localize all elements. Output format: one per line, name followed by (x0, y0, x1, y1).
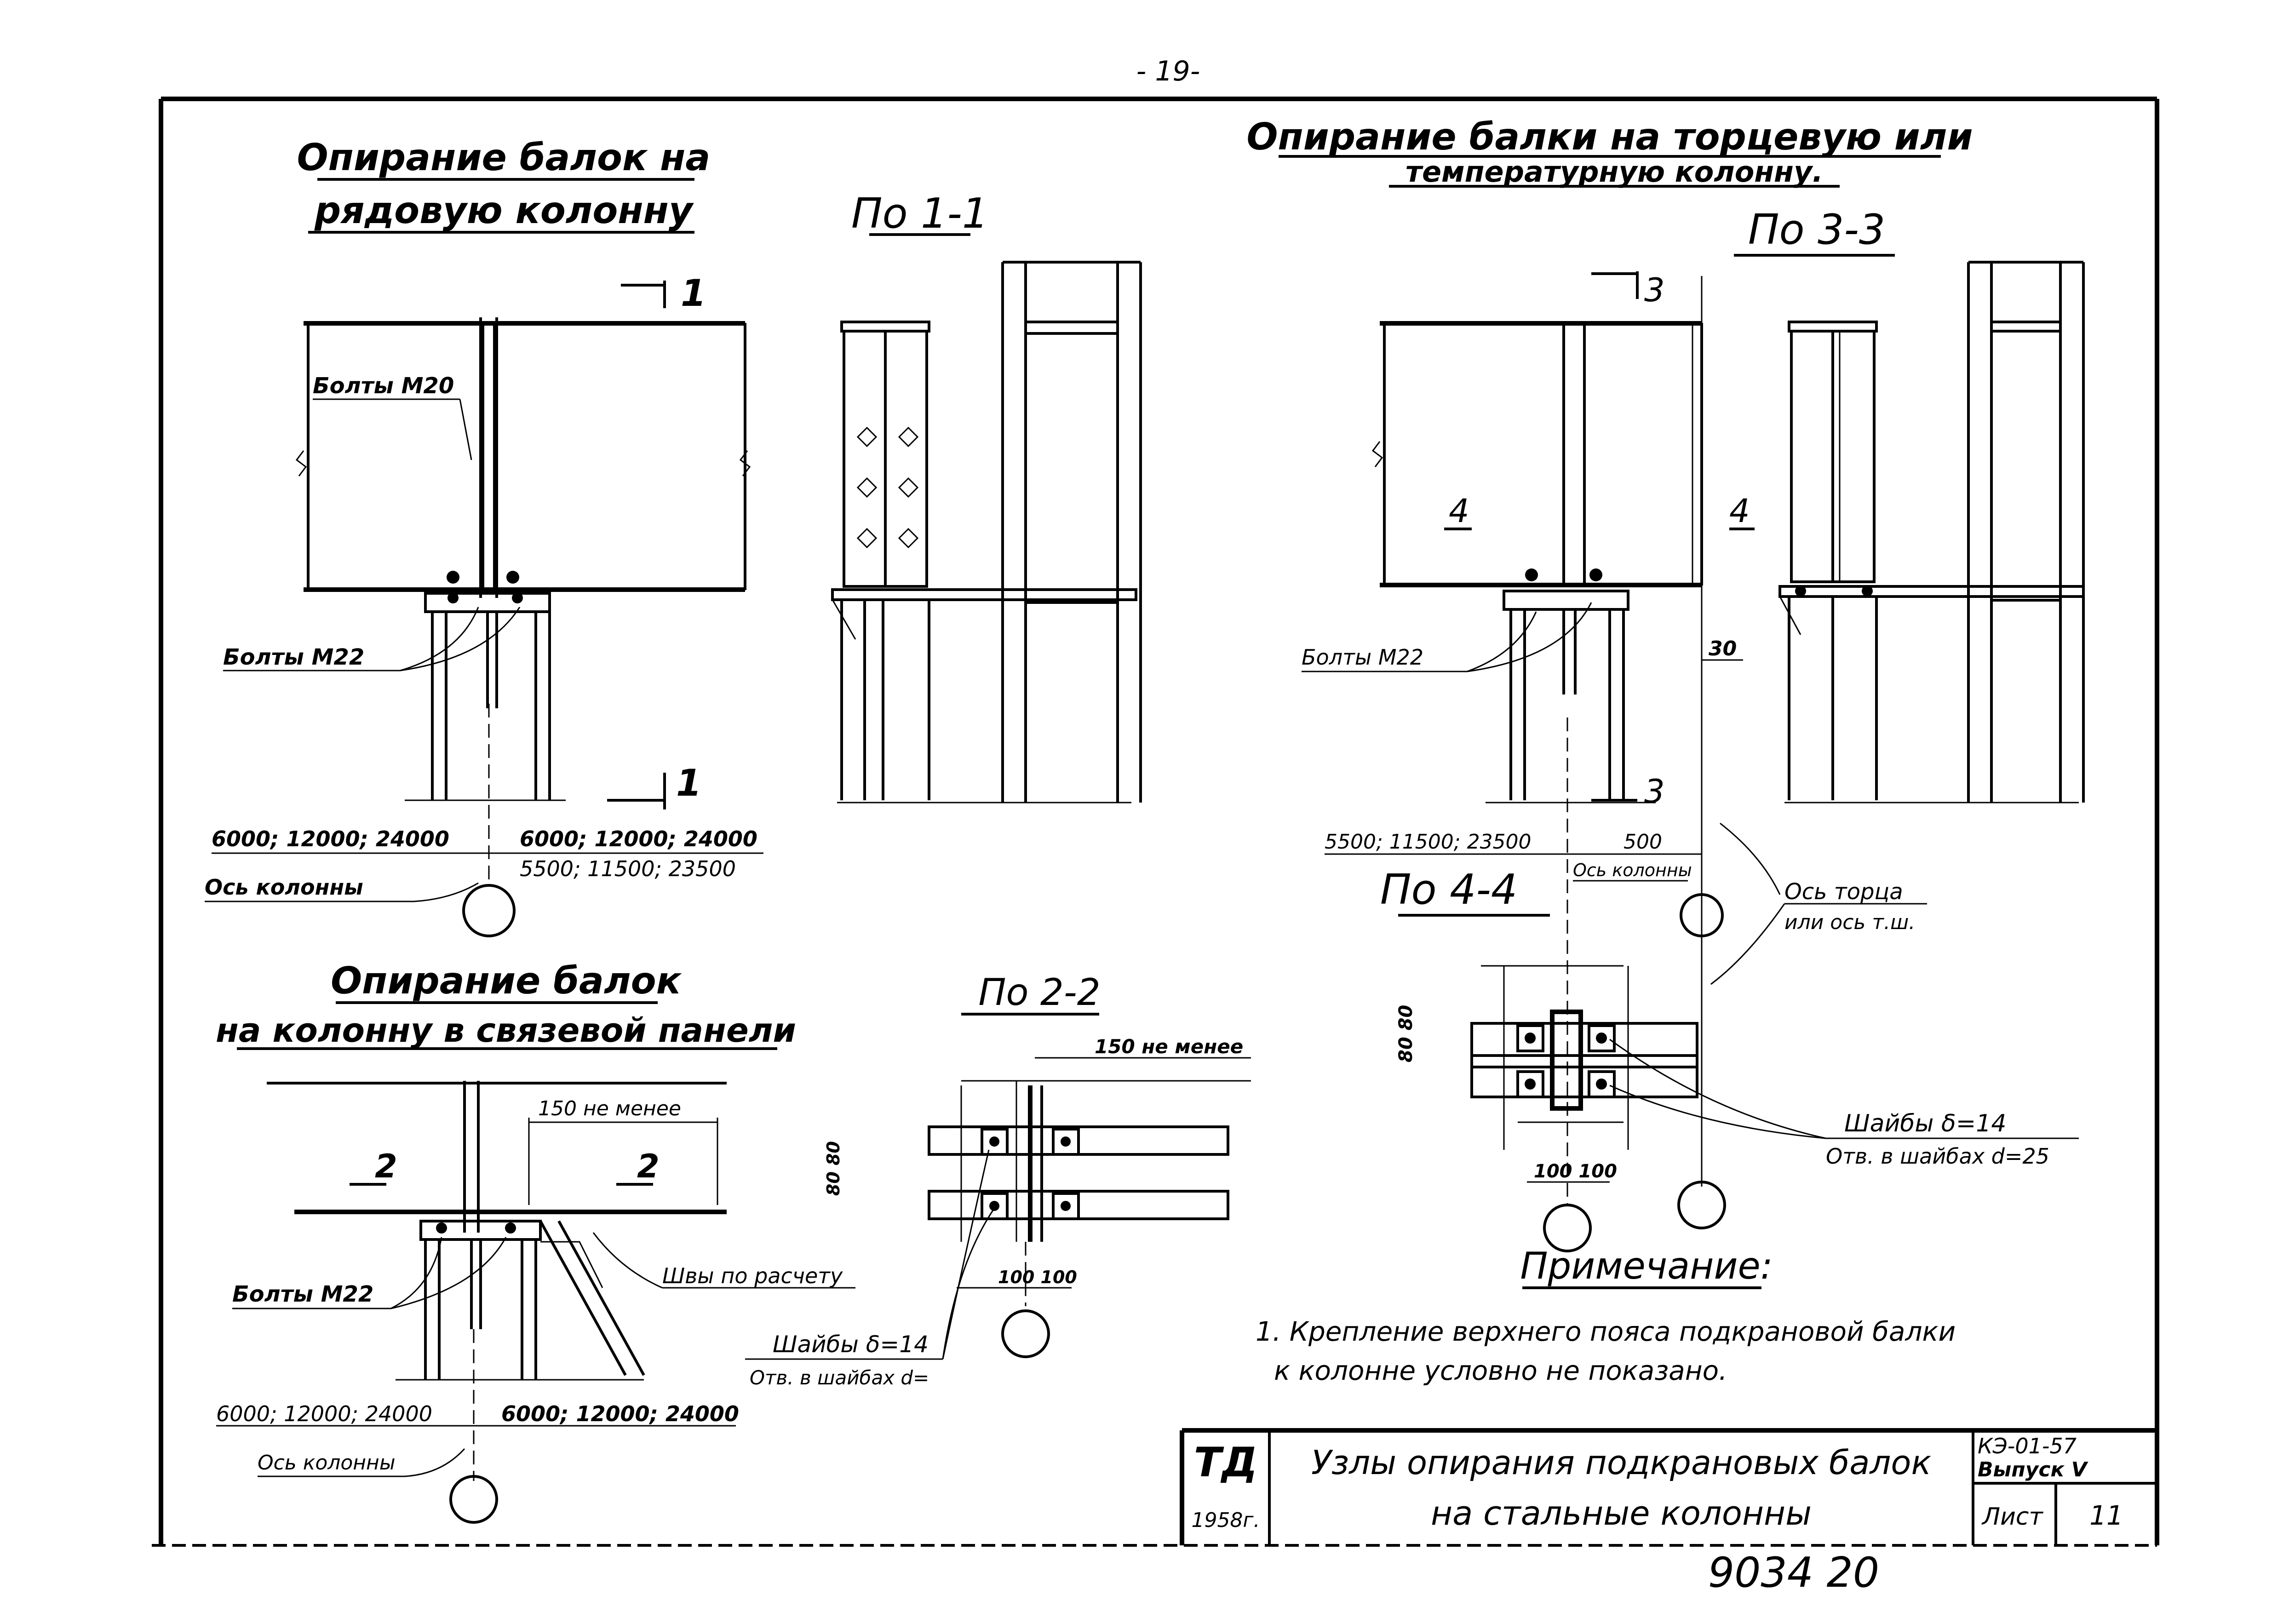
title-sheet-label: Лист (1981, 1503, 2043, 1531)
view-2-2-dim-150: 150 не менее (1095, 1035, 1243, 1058)
row-span-right-alt: 5500; 11500; 23500 (520, 856, 736, 881)
bolts-m22-label: Болты М22 (223, 644, 364, 670)
row-span-left: 6000; 12000; 24000 (212, 826, 449, 851)
view-2-2-title: По 2-2 (978, 971, 1100, 1014)
note-line-2: к колонне условно не показано. (1274, 1355, 1727, 1386)
title-org: ТД (1194, 1439, 1257, 1486)
braced-bolts-label: Болты М22 (232, 1281, 373, 1307)
title-year: 1958г. (1191, 1509, 1260, 1532)
view-4-4-dim-bottom: 100 100 (1534, 1161, 1617, 1182)
view-3-3 (1778, 261, 2085, 803)
bolts-m20-label: Болты М20 (313, 373, 454, 399)
braced-axis-label: Ось колонны (258, 1451, 396, 1475)
braced-axis-bubble (449, 1475, 498, 1524)
end-axis-bubble (1680, 893, 1724, 937)
view-2-2-dim-bottom: 100 100 (998, 1267, 1077, 1287)
page-number: - 19- (1136, 55, 1200, 87)
end-section-mark-top: 3 (1644, 271, 1665, 309)
braced-title-2: на колонну в связевой панели (216, 1011, 796, 1050)
end-dim-500: 500 (1624, 830, 1662, 854)
view-4-4-holes: Отв. в шайбах d=25 (1826, 1144, 2049, 1169)
end-axis-label: Ось колонны (1573, 860, 1692, 880)
footer-code: 9034 20 (1708, 1549, 1879, 1597)
view-1-1-title: По 1-1 (851, 189, 988, 238)
braced-span-left: 6000; 12000; 24000 (216, 1401, 432, 1426)
view-2-2-dim-left: 80 80 (823, 1141, 843, 1196)
view-4-4: По 4-4 80 80 100 100 Шайбы δ=14 Отв. в ш… (1380, 866, 2079, 1183)
view-2-2-washers: Шайбы δ=14 (773, 1331, 929, 1358)
end-column-title-2: температурную колонну. (1406, 155, 1823, 189)
braced-title-1: Опирание балок (331, 959, 682, 1002)
row-section-mark-top: 1 (681, 272, 706, 315)
view-2-2: По 2-2 150 не менее 80 80 100 100 Шайбы … (745, 971, 1251, 1389)
view-1-1: По 1-1 (831, 189, 1142, 803)
end-column-detail: Опирание балки на торцевую или температу… (1246, 115, 1973, 1252)
title-line-1: Узлы опирания подкрановых балок (1311, 1443, 1931, 1482)
title-issue: Выпуск V (1978, 1458, 2088, 1481)
title-line-2: на стальные колонны (1431, 1494, 1812, 1532)
view-4-4-dim-left: 80 80 (1395, 1005, 1417, 1062)
braced-panel-detail: Опирание балок на колонну в связевой пан… (216, 959, 855, 1524)
sheet-frame (152, 97, 2159, 1547)
braced-mark-2-right: 2 (637, 1148, 660, 1185)
end-mark-4-right: 4 (1729, 492, 1750, 530)
end-section-mark-bottom: 3 (1644, 773, 1665, 810)
end-axis-bubble-2 (1677, 1181, 1726, 1229)
title-block: ТД 1958г. Узлы опирания подкрановых бало… (1180, 1428, 2157, 1545)
row-axis-label: Ось колонны (205, 875, 363, 900)
title-series: КЭ-01-57 (1978, 1434, 2077, 1458)
row-section-mark-bottom: 1 (676, 762, 702, 804)
end-dim-30: 30 (1709, 637, 1737, 660)
view-2-2-axis-bubble (1001, 1309, 1050, 1358)
view-4-4-washers: Шайбы δ=14 (1844, 1110, 2006, 1137)
end-mark-4-left: 4 (1449, 492, 1469, 530)
axis-bubble (462, 884, 516, 937)
row-column-title-1: Опирание балок на (297, 136, 711, 179)
row-span-right: 6000; 12000; 24000 (520, 826, 757, 851)
view-3-3-title: По 3-3 (1748, 206, 1885, 254)
row-column-title-2: рядовую колонну (314, 189, 694, 232)
view-4-4-title: По 4-4 (1380, 866, 1517, 914)
note-block: Примечание: 1. Крепление верхнего пояса … (1256, 1245, 1956, 1386)
view-2-2-holes: Отв. в шайбах d= (750, 1366, 929, 1389)
axis-bubble-4-4 (1543, 1204, 1592, 1252)
title-sheet-number: 11 (2089, 1500, 2123, 1531)
end-span-left: 5500; 11500; 23500 (1325, 830, 1532, 854)
end-bolts-label: Болты М22 (1302, 645, 1423, 670)
braced-span-right: 6000; 12000; 24000 (501, 1401, 739, 1426)
braced-welds-label: Швы по расчету (662, 1263, 843, 1288)
braced-dim-150: 150 не менее (538, 1097, 681, 1120)
end-column-title-1: Опирание балки на торцевую или (1246, 115, 1973, 158)
braced-mark-2-left: 2 (375, 1148, 397, 1185)
end-axis-label-2: или ось т.ш. (1784, 911, 1915, 934)
note-line-1: 1. Крепление верхнего пояса подкрановой … (1256, 1316, 1956, 1347)
end-axis-label-1: Ось торца (1784, 879, 1903, 905)
note-heading: Примечание: (1520, 1245, 1773, 1287)
row-column-detail: Опирание балок на рядовую колонну 1 (205, 136, 763, 937)
